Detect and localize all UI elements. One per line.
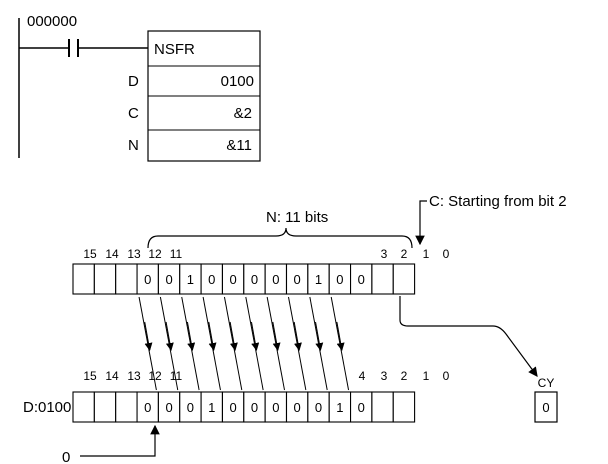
shift-arrow [144,321,153,351]
shift-diagonal [266,296,285,391]
shift-diagonal [245,296,264,391]
source-bit-bit-value: 0 [251,272,258,287]
result-bit-bit-value: 0 [144,400,151,415]
shift-arrow [165,321,174,351]
result-bit-bit-value: 0 [187,400,194,415]
bit-number: 15 [83,247,97,261]
source-bit-cell [371,263,394,295]
shift-arrow [272,321,281,351]
c-start-label: C: Starting from bit 2 [429,193,567,210]
shift-arrow [315,321,324,351]
source-bit-bit-value: 0 [336,272,343,287]
ladder-diagram: 000000 NSFR D 0100 C &2 N &11 [18,13,261,162]
shift-diagonal [223,296,243,391]
source-bit-bit-value: 0 [230,272,237,287]
result-bit-bit-value: 0 [230,400,237,415]
result-bit-bit-value: 0 [358,400,365,415]
source-bit-bit-value: 0 [294,272,301,287]
source-bit-bit-value: 0 [144,272,151,287]
bit-number: 14 [105,247,119,261]
operand-d-value: 0100 [221,73,254,90]
carry-value: 0 [542,400,549,415]
bit-number: 2 [401,247,408,261]
instruction-mnemonic: NSFR [154,41,195,58]
result-bit-cell [371,391,394,423]
bottom-bit-numbers: 15 14 13 12 11 4 3 2 1 0 [83,369,449,383]
bit-number: 3 [381,369,388,383]
result-bit-bit-value: 0 [251,400,258,415]
bit-number: 0 [443,369,450,383]
shift-arrows [138,296,350,391]
top-bit-numbers: 15 14 13 12 11 3 2 1 0 [83,247,449,261]
shift-arrow [208,321,217,351]
bit-number: 0 [443,247,450,261]
shift-arrow [229,321,238,351]
result-bit-bit-value: 1 [208,400,215,415]
result-bit-bit-value: 0 [165,400,172,415]
bit-number: 2 [401,369,408,383]
result-bit-cell [72,391,95,423]
result-bit-bit-value: 1 [336,400,343,415]
shift-arrow [186,321,196,351]
source-bit-bit-value: 1 [315,272,322,287]
bit-number: 12 [148,247,162,261]
fill-arrow [80,424,160,457]
shift-diagonal [202,296,221,391]
operand-d-name: D [128,73,139,90]
result-bit-cell [392,391,416,423]
c-start-bracket [415,200,427,246]
source-bit-cell [72,263,95,295]
fill-value: 0 [62,449,70,464]
source-bit-bit-value: 0 [208,272,215,287]
contact-address: 000000 [27,13,77,30]
source-bit-cell [93,263,117,295]
shift-diagonal [330,296,350,391]
shift-arrow [250,321,260,351]
result-bit-bit-value: 0 [294,400,301,415]
operand-n-name: N [128,137,139,154]
bit-number: 11 [170,247,183,261]
shift-diagonal [288,296,307,391]
result-bit-bit-value: 0 [272,400,279,415]
source-bit-bit-value: 0 [358,272,365,287]
source-bit-bit-value: 0 [272,272,279,287]
bit-number: 14 [105,369,119,383]
source-bit-bit-value: 0 [165,272,172,287]
bit-number: 1 [423,247,430,261]
bit-number: 13 [127,369,141,383]
bit-number: 3 [381,247,388,261]
source-bit-cell [115,263,138,295]
result-bit-cell [93,391,117,423]
bit-number: 11 [170,369,183,383]
carry-path [399,296,538,377]
bit-number: 4 [359,369,366,383]
n-bits-brace [147,227,413,249]
carry-label: CY [538,376,555,390]
shift-diagram: N: 11 bits C: Starting from bit 2 15 14 … [23,193,567,464]
source-bit-cell [392,263,416,295]
bit-number: 13 [127,247,141,261]
source-bit-bit-value: 1 [187,272,194,287]
bit-number: 15 [83,369,97,383]
carry-flag-cell [534,391,558,423]
bit-number: 1 [423,369,430,383]
operand-n-value: &11 [226,137,252,154]
result-bit-bit-value: 0 [315,400,322,415]
shift-arrow [336,321,345,351]
n-bits-label: N: 11 bits [266,209,328,226]
operand-c-value: &2 [234,105,252,122]
shift-diagonal [309,296,328,391]
operand-c-name: C [128,105,139,122]
bit-number: 12 [148,369,162,383]
result-bit-cell [115,391,138,423]
shift-diagonal [181,296,200,391]
destination-label: D:0100 [23,399,71,416]
shift-arrow [293,321,302,351]
